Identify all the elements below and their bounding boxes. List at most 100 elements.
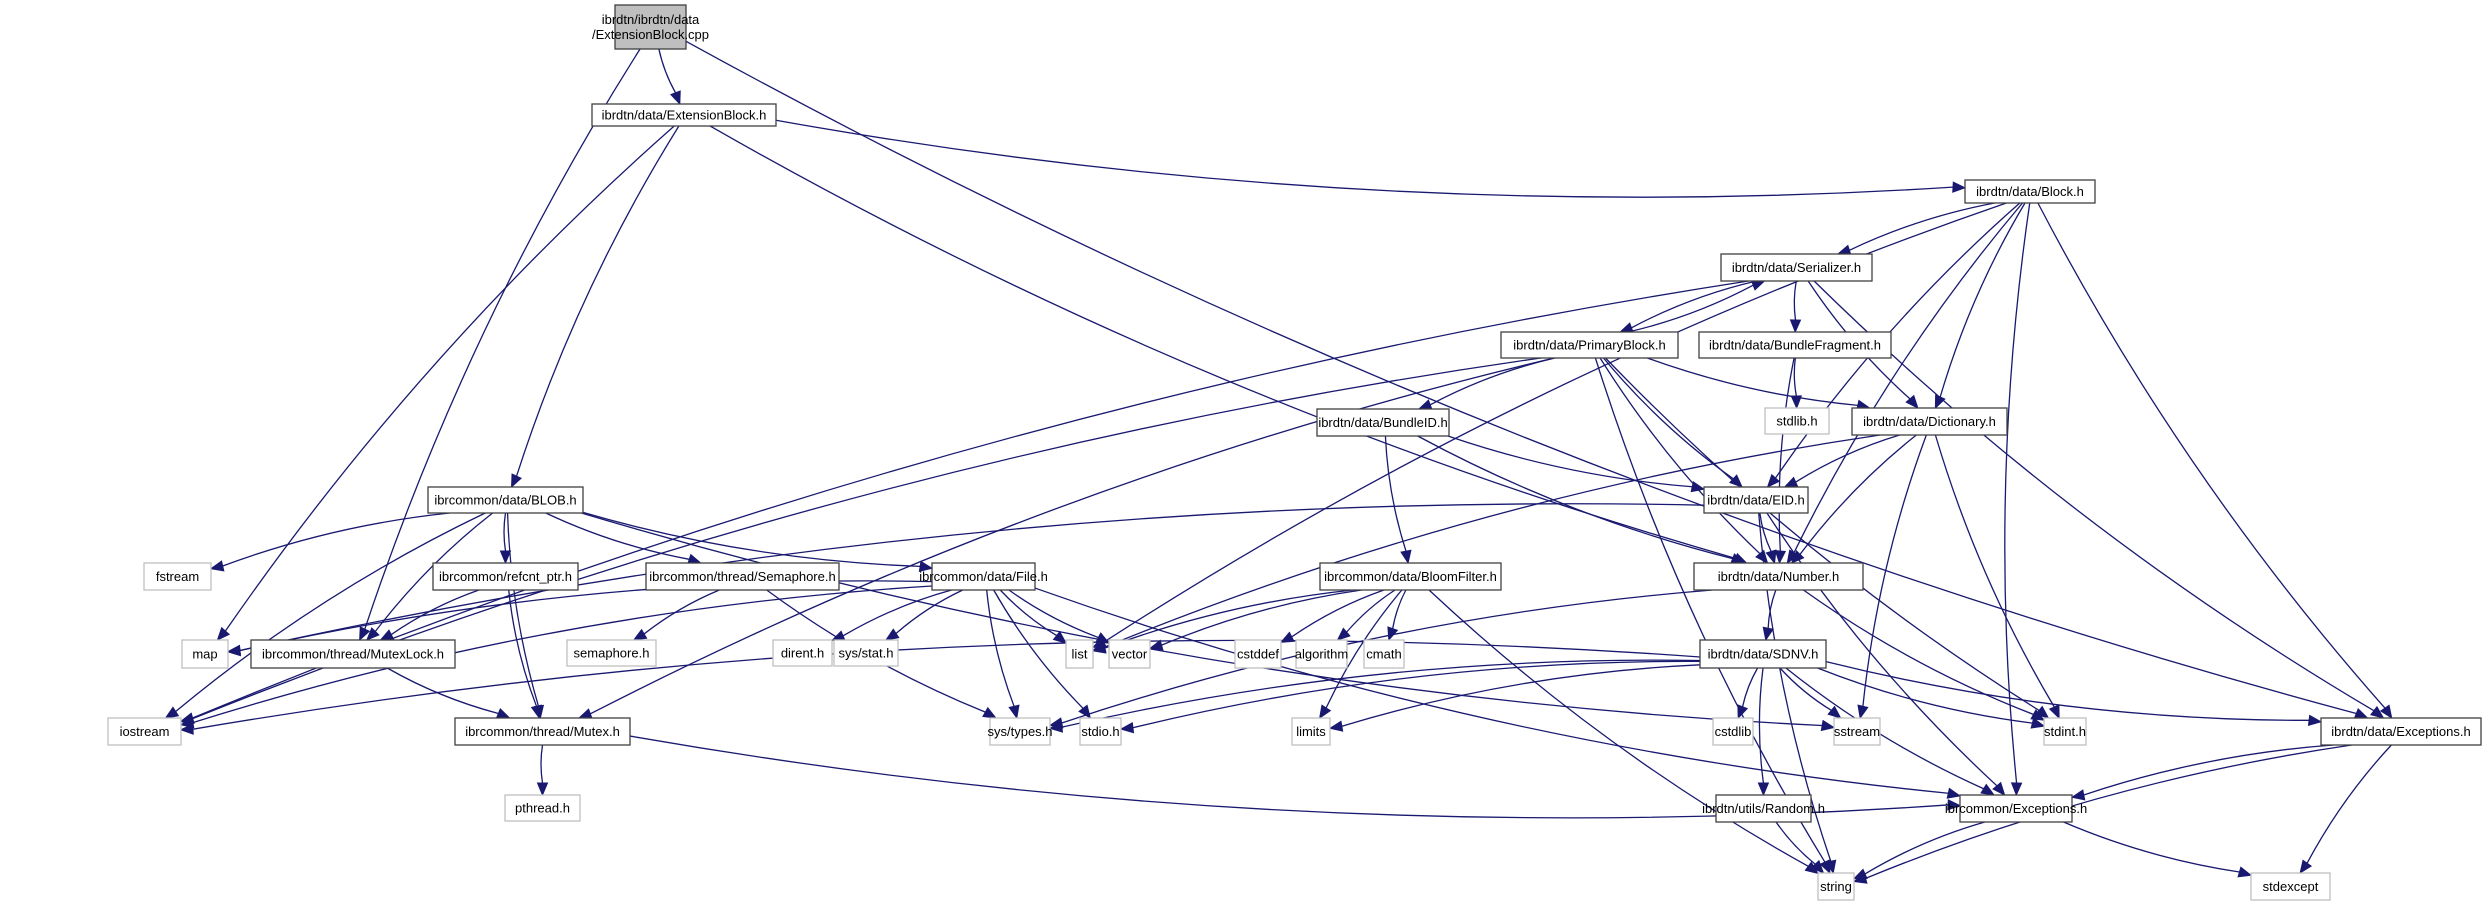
node-eid[interactable]: ibrdtn/data/EID.h	[1703, 486, 1809, 514]
arrowhead-icon	[1279, 631, 1295, 643]
node-box[interactable]	[427, 486, 584, 514]
node-box[interactable]	[931, 562, 1036, 591]
node-box[interactable]	[250, 639, 456, 669]
arrowhead-icon	[884, 628, 900, 641]
arrowhead-icon	[1328, 720, 1344, 732]
edge-line	[1825, 661, 2310, 721]
node-box[interactable]	[2320, 717, 2482, 746]
edge-number-to-sdnv	[1762, 589, 1777, 642]
node-box[interactable]	[1698, 331, 1892, 359]
arrowhead-icon	[1810, 859, 1825, 874]
node-extblock[interactable]: ibrdtn/data/ExtensionBlock.h	[591, 103, 777, 127]
edge-line	[1795, 434, 1900, 483]
node-block[interactable]: ibrdtn/data/Block.h	[1964, 179, 2096, 204]
arrowhead-icon	[1755, 549, 1769, 565]
node-bundleid[interactable]: ibrdtn/data/BundleID.h	[1316, 408, 1450, 437]
edge-semaphoreh-to-semaphore	[632, 589, 720, 641]
node-box[interactable]	[1720, 253, 1873, 282]
node-label: ibrcommon/Exceptions.h	[1945, 801, 2087, 816]
node-comexc[interactable]: ibrcommon/Exceptions.h	[1945, 794, 2087, 823]
node-sdnv[interactable]: ibrdtn/data/SDNV.h	[1699, 639, 1827, 669]
node-box	[1833, 717, 1881, 746]
node-label: ibrdtn/data/PrimaryBlock.h	[1513, 338, 1665, 353]
node-dictionary[interactable]: ibrdtn/data/Dictionary.h	[1851, 407, 2008, 436]
node-label: limits	[1296, 724, 1326, 739]
node-serializer[interactable]: ibrdtn/data/Serializer.h	[1720, 253, 1873, 282]
node-blob[interactable]: ibrcommon/data/BLOB.h	[427, 486, 584, 514]
node-file[interactable]: ibrcommon/data/File.h	[919, 562, 1048, 591]
node-box	[566, 639, 657, 667]
edge-line	[192, 639, 1701, 730]
edge-fragment-to-number	[1774, 357, 1795, 565]
edge-number-to-stdint	[1803, 589, 2046, 721]
edge-line	[1599, 357, 1761, 555]
arrowhead-icon	[164, 706, 180, 719]
arrowhead-icon	[2369, 705, 2385, 719]
node-bloom[interactable]: ibrcommon/data/BloomFilter.h	[1319, 562, 1502, 591]
node-box[interactable]	[454, 717, 631, 746]
node-pthread: pthread.h	[504, 794, 581, 822]
edge-line	[590, 357, 1555, 715]
edge-line	[2083, 744, 2334, 796]
arrowhead-icon	[1947, 799, 1962, 811]
arrowhead-icon	[1980, 783, 1996, 796]
edge-bloom-to-vector	[1148, 589, 1362, 651]
node-box	[989, 717, 1051, 746]
node-box[interactable]	[1959, 794, 2073, 823]
node-vector: vector	[1108, 639, 1151, 669]
edge-blob-to-iostream	[164, 512, 486, 719]
node-label: ibrcommon/thread/Semaphore.h	[649, 569, 835, 584]
edge-line	[1766, 512, 1998, 787]
node-label: vector	[1112, 647, 1148, 662]
arrowhead-icon	[1762, 626, 1774, 642]
node-random[interactable]: ibrdtn/utils/Random.h	[1702, 794, 1825, 823]
edge-block-to-dtnexc	[2037, 202, 2393, 720]
node-box[interactable]	[1851, 407, 2008, 436]
edge-primary-to-serializer	[1628, 279, 1766, 333]
node-box[interactable]	[1699, 639, 1827, 669]
edge-line	[1793, 357, 1797, 397]
node-mutexlock[interactable]: ibrcommon/thread/MutexLock.h	[250, 639, 456, 669]
node-primary[interactable]: ibrdtn/data/PrimaryBlock.h	[1500, 331, 1679, 359]
edge-dtnexc-to-comexc	[2070, 744, 2334, 801]
edge-blob-to-mutexlock	[365, 512, 494, 641]
node-box[interactable]	[432, 562, 579, 591]
arrowhead-icon	[1728, 474, 1743, 488]
node-semaphoreh[interactable]: ibrcommon/thread/Semaphore.h	[645, 562, 840, 591]
node-box[interactable]	[1316, 408, 1450, 437]
arrowhead-icon	[1400, 549, 1412, 565]
edge-line	[1132, 660, 1701, 729]
node-mutex[interactable]: ibrcommon/thread/Mutex.h	[454, 717, 631, 746]
node-box[interactable]	[614, 4, 687, 50]
node-refcnt[interactable]: ibrcommon/refcnt_ptr.h	[432, 562, 579, 591]
edge-cpp-to-extblock	[658, 48, 681, 106]
edge-line	[1741, 667, 1759, 707]
edge-line	[1865, 744, 2352, 879]
node-box[interactable]	[1319, 562, 1502, 591]
node-dtnexc[interactable]: ibrdtn/data/Exceptions.h	[2320, 717, 2482, 746]
edge-line	[658, 48, 677, 94]
node-box[interactable]	[1715, 794, 1812, 823]
edge-fragment-to-stdlib	[1790, 357, 1803, 410]
node-box[interactable]	[1964, 179, 2096, 204]
node-box[interactable]	[645, 562, 840, 591]
node-iostream: iostream	[107, 717, 182, 746]
node-label: iostream	[120, 724, 170, 739]
node-box[interactable]	[1500, 331, 1679, 359]
node-box[interactable]	[1703, 486, 1809, 514]
edge-line	[192, 280, 1749, 719]
edge-bloom-to-algorithm	[1336, 589, 1396, 641]
node-cpp[interactable]: ibrdtn/ibrdtn/data/ExtensionBlock.cpp	[592, 4, 709, 50]
node-box[interactable]	[1693, 562, 1864, 591]
edge-primary-to-dictionary	[1647, 357, 1871, 411]
node-label: ibrdtn/data/SDNV.h	[1708, 647, 1819, 662]
node-fragment[interactable]: ibrdtn/data/BundleFragment.h	[1698, 331, 1892, 359]
node-box[interactable]	[591, 103, 777, 127]
node-label: ibrdtn/data/Block.h	[1976, 184, 2084, 199]
node-number[interactable]: ibrdtn/data/Number.h	[1693, 562, 1864, 591]
edge-line	[1758, 667, 1765, 784]
edge-random-to-string	[1775, 821, 1825, 874]
arrowhead-icon	[918, 560, 934, 572]
node-semaphore: semaphore.h	[566, 639, 657, 667]
